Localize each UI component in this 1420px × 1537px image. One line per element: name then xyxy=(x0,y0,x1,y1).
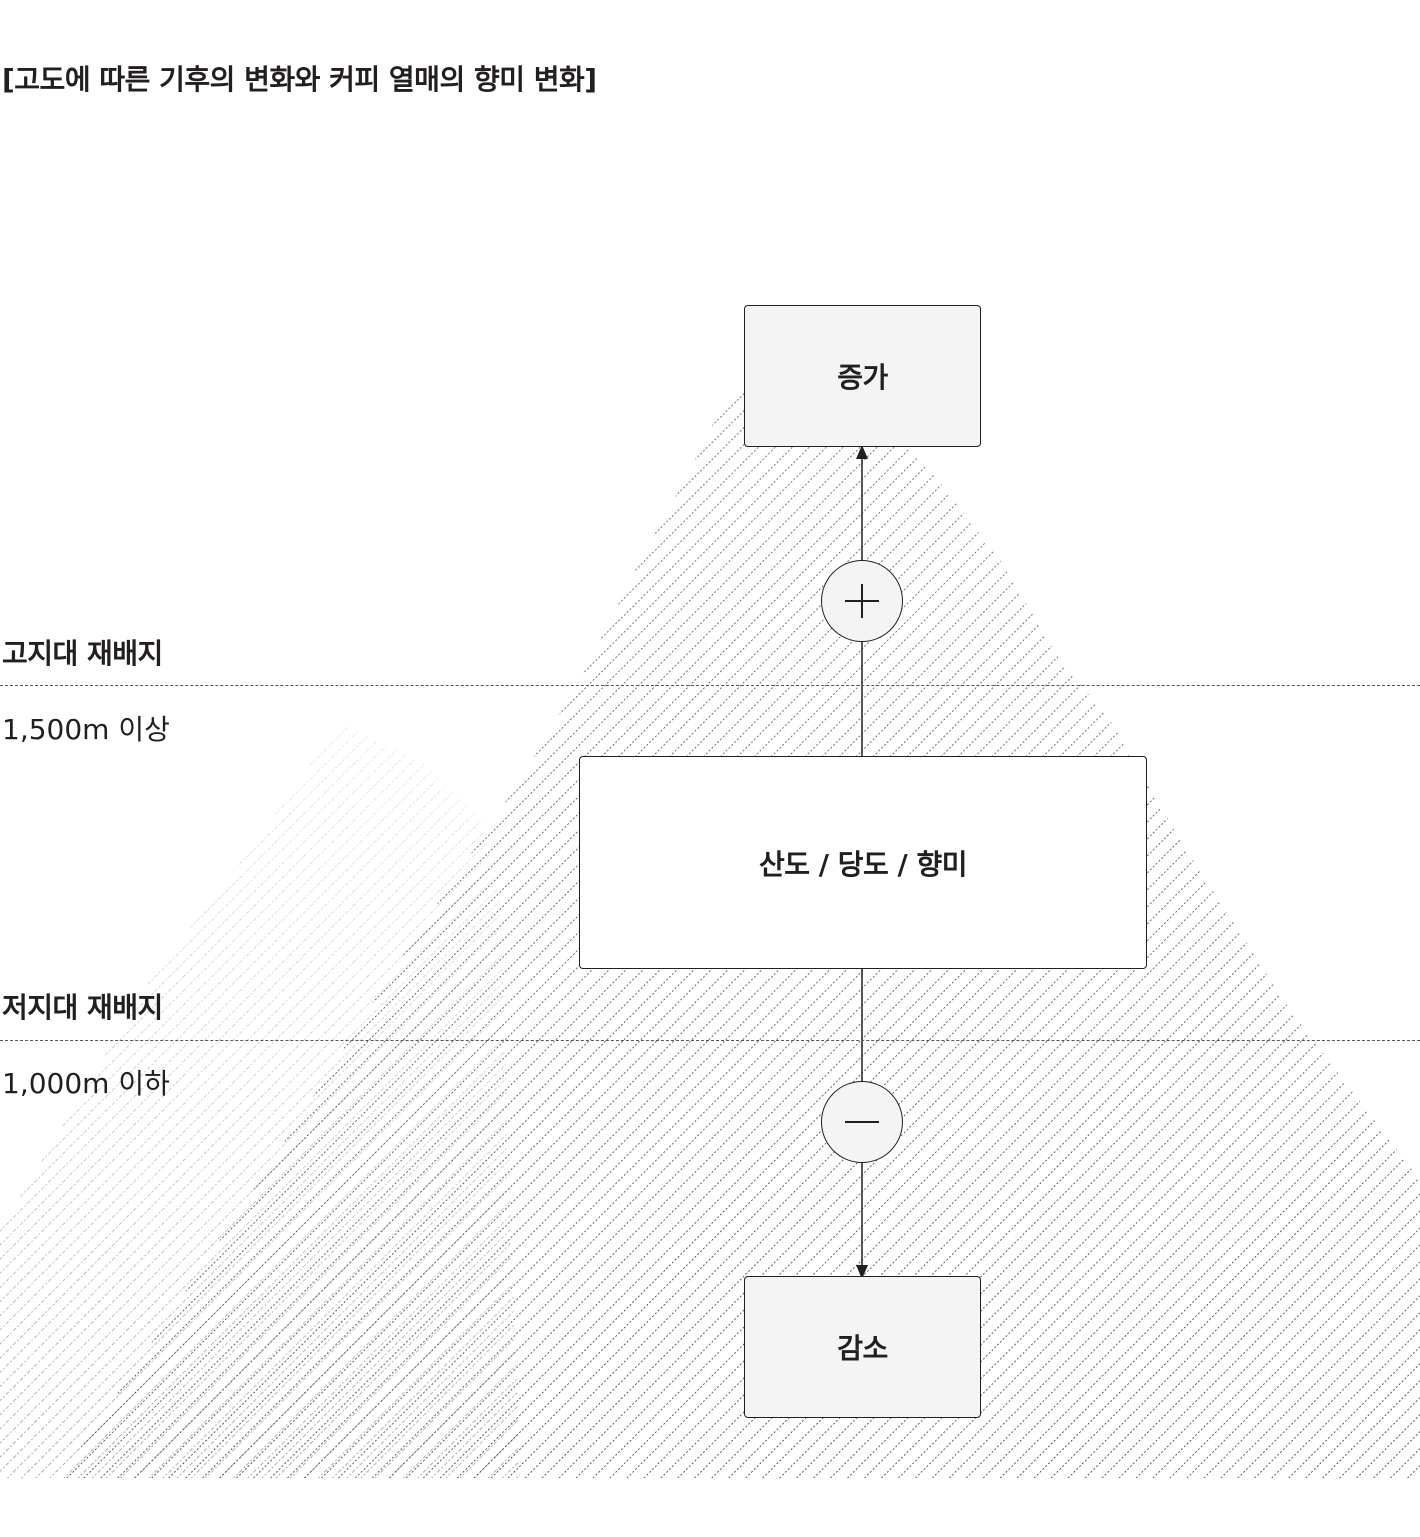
high-zone-divider xyxy=(0,685,1420,686)
low-zone-divider xyxy=(0,1040,1420,1041)
minus-operator xyxy=(821,1081,903,1163)
increase-node: 증가 xyxy=(744,305,981,447)
low-zone-altitude: 1,000m 이하 xyxy=(2,1067,170,1100)
low-zone-label: 저지대 재배지 xyxy=(2,991,163,1024)
decrease-node-label: 감소 xyxy=(837,1332,888,1365)
high-zone-label: 고지대 재배지 xyxy=(2,637,163,670)
plus-operator xyxy=(821,560,903,642)
increase-node-label: 증가 xyxy=(837,361,888,394)
decrease-node: 감소 xyxy=(744,1276,981,1418)
acidity-sugar-flavor-node: 산도 / 당도 / 향미 xyxy=(579,756,1147,969)
high-zone-altitude: 1,500m 이상 xyxy=(2,713,170,746)
acidity-sugar-flavor-label: 산도 / 당도 / 향미 xyxy=(758,847,968,881)
minus-icon xyxy=(844,1120,879,1123)
plus-icon xyxy=(844,583,879,618)
diagram-title: [고도에 따른 기후의 변화와 커피 열매의 향미 변화] xyxy=(2,63,597,96)
